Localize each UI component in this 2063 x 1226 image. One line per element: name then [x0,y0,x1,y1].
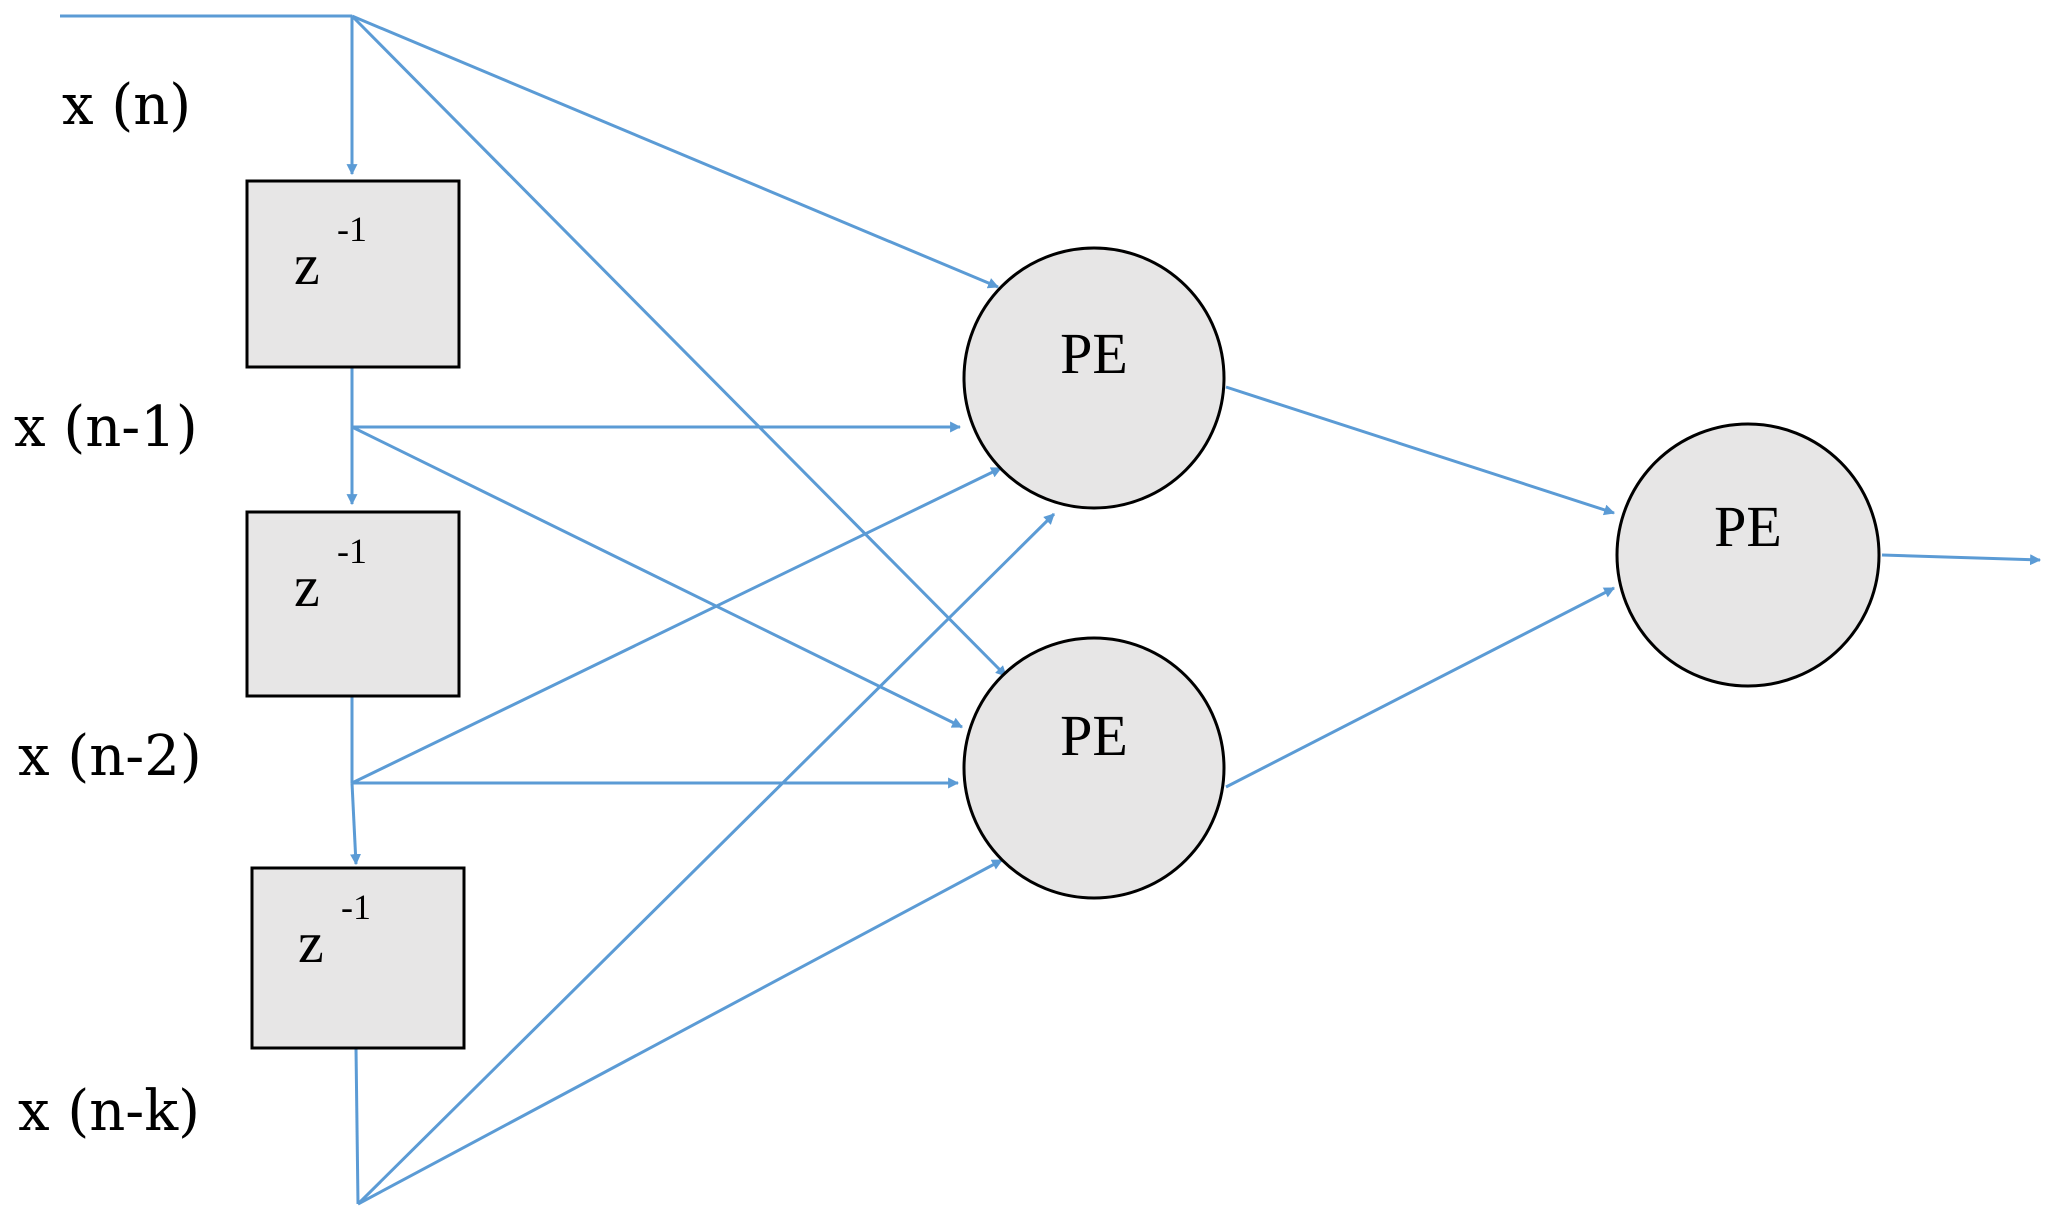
delay-link-3 [354,1047,360,1205]
node-label: PE [1714,494,1782,559]
delay-block-2: z -1 [245,510,461,698]
delay-z: z [294,554,320,619]
edge-xnk-pe2 [357,858,1003,1206]
delay-block-3: z -1 [250,866,466,1050]
input-label-xn: x (n) [62,73,191,138]
edge-xn1-pe2 [351,425,963,729]
delay-arrow-3 [350,782,362,866]
node-label: PE [1060,703,1128,768]
input-label-xn2: x (n-2) [18,724,202,789]
delay-block-1: z -1 [245,179,461,369]
hidden-node-2: PE [962,636,1226,900]
edge-pe1-out [1225,385,1616,516]
input-label-xn1: x (n-1) [14,395,198,460]
delay-z: z [294,232,320,297]
edge-xnk-pe1 [356,512,1056,1206]
output-arrow [1881,553,2042,566]
output-node: PE [1615,422,1881,688]
delay-exponent: -1 [337,531,367,571]
edge-xn2-pe1 [351,466,1002,785]
edge-xn-pe1 [351,14,1000,289]
edge-xn-pe2 [350,14,1008,678]
delay-exponent: -1 [341,887,371,927]
node-label: PE [1060,321,1128,386]
delay-z: z [298,910,324,975]
input-label-xnk: x (n-k) [18,1079,200,1144]
delay-exponent: -1 [337,209,367,249]
edge-pe2-out [1225,586,1615,789]
hidden-node-1: PE [962,246,1226,510]
